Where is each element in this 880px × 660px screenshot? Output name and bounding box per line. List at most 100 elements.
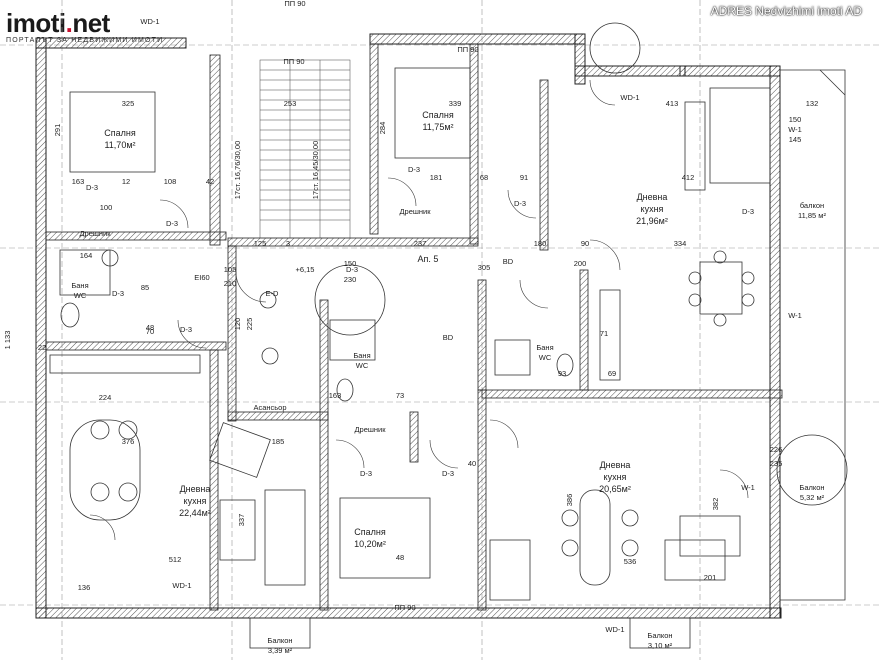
svg-text:225: 225 [245, 318, 254, 331]
svg-text:536: 536 [624, 557, 637, 566]
svg-text:237: 237 [414, 239, 427, 248]
svg-text:W-1: W-1 [788, 125, 802, 134]
svg-text:71: 71 [600, 329, 608, 338]
svg-text:180: 180 [534, 239, 547, 248]
outer-walls [35, 33, 782, 619]
svg-text:BD: BD [503, 257, 514, 266]
svg-text:D-3: D-3 [742, 207, 754, 216]
svg-text:68: 68 [480, 173, 488, 182]
bed-icon [69, 91, 156, 173]
svg-text:100: 100 [100, 203, 113, 212]
svg-text:EI60: EI60 [194, 273, 209, 282]
balcony-area: 11,85 м² [798, 211, 826, 220]
toilet-icon [556, 353, 574, 377]
bathroom-label: Баня [353, 351, 370, 360]
toilet-icon [60, 302, 80, 328]
svg-text:E-D: E-D [266, 289, 280, 298]
svg-text:512: 512 [169, 555, 182, 564]
room-labels: Спалня 11,70м² Спалня 11,75м² Спалня 10,… [71, 110, 826, 655]
svg-text:145: 145 [789, 135, 802, 144]
svg-text:WD-1: WD-1 [620, 93, 639, 102]
svg-text:120: 120 [233, 318, 242, 331]
interior-walls [45, 43, 783, 611]
svg-text:WD-1: WD-1 [172, 581, 191, 590]
svg-text:48: 48 [396, 553, 404, 562]
dining-table-icon [69, 419, 141, 521]
svg-text:D-3: D-3 [408, 165, 420, 174]
svg-text:235: 235 [770, 459, 783, 468]
svg-text:226: 226 [770, 445, 783, 454]
svg-text:ПП 90: ПП 90 [283, 57, 304, 66]
svg-text:230: 230 [344, 275, 357, 284]
svg-text:D-3: D-3 [180, 325, 192, 334]
svg-text:W-1: W-1 [788, 311, 802, 320]
svg-text:93: 93 [558, 369, 566, 378]
svg-text:W-1: W-1 [741, 483, 755, 492]
svg-text:224: 224 [99, 393, 112, 402]
svg-text:413: 413 [666, 99, 679, 108]
balcony-label: Балкон [647, 631, 672, 640]
balcony-area: 3,39 м² [268, 646, 293, 655]
svg-text:386: 386 [565, 494, 574, 507]
living-label: Дневна [637, 192, 668, 202]
svg-text:WD-1: WD-1 [140, 17, 159, 26]
svg-text:185: 185 [272, 437, 285, 446]
svg-text:85: 85 [141, 283, 149, 292]
svg-text:1 133: 1 133 [3, 331, 12, 350]
bedroom-area: 11,70м² [104, 140, 135, 150]
dining-table-icon [579, 489, 611, 586]
svg-text:136: 136 [78, 583, 91, 592]
svg-text:163: 163 [72, 177, 85, 186]
living-label: Дневна [180, 484, 211, 494]
closet-label: Дрешник [79, 229, 111, 238]
svg-text:D-3: D-3 [514, 199, 526, 208]
bed-icon [394, 67, 471, 159]
svg-text:40: 40 [468, 459, 476, 468]
svg-text:291: 291 [53, 124, 62, 137]
svg-text:325: 325 [122, 99, 135, 108]
bathroom-label: Баня [71, 281, 88, 290]
svg-text:163: 163 [329, 391, 342, 400]
wheelchair-icon [261, 347, 279, 365]
svg-text:132: 132 [806, 99, 819, 108]
svg-text:70: 70 [146, 327, 154, 336]
living-label: кухня [604, 472, 627, 482]
svg-text:125: 125 [254, 239, 267, 248]
closet-label: Дрешник [399, 207, 431, 216]
svg-text:48: 48 [146, 323, 154, 332]
svg-text:90: 90 [581, 239, 589, 248]
bathroom-label: WC [74, 291, 87, 300]
svg-text:17ст. 16,76/30,00: 17ст. 16,76/30,00 [233, 141, 242, 199]
living-area: 21,96м² [636, 216, 668, 226]
bedroom-label: Спалня [422, 110, 454, 120]
agency-watermark: ADRES Nedvizhimi imoti AD [710, 4, 862, 18]
svg-text:22: 22 [38, 343, 46, 352]
svg-text:69: 69 [608, 369, 616, 378]
wheelchair-turning-circle [589, 22, 641, 74]
balcony-label: Балкон [799, 483, 824, 492]
sofa-icon [679, 515, 741, 557]
wheelchair-icon [259, 291, 277, 309]
svg-text:210: 210 [224, 279, 237, 288]
bathroom-label: WC [356, 361, 369, 370]
svg-text:3: 3 [286, 239, 290, 248]
furniture [49, 22, 848, 601]
svg-text:12: 12 [122, 177, 130, 186]
svg-text:73: 73 [396, 391, 404, 400]
svg-text:334: 334 [674, 239, 687, 248]
svg-text:105: 105 [224, 265, 237, 274]
svg-text:284: 284 [378, 122, 387, 135]
living-area: 20,65м² [599, 484, 631, 494]
dimension-labels: 325 291 163 12 108 42 253 339 284 181 68… [38, 99, 818, 592]
balcony-label: балкон [800, 201, 824, 210]
svg-text:253: 253 [284, 99, 297, 108]
svg-text:412: 412 [682, 173, 695, 182]
wheelchair-turning-circle [776, 434, 848, 506]
svg-text:WD-1: WD-1 [605, 625, 624, 634]
svg-text:ПП 90: ПП 90 [284, 0, 305, 8]
svg-text:D-3: D-3 [360, 469, 372, 478]
closet-label: Дрешник [354, 425, 386, 434]
svg-text:382: 382 [711, 498, 720, 511]
living-area: 22,44м² [179, 508, 211, 518]
bathroom-label: WC [539, 353, 552, 362]
